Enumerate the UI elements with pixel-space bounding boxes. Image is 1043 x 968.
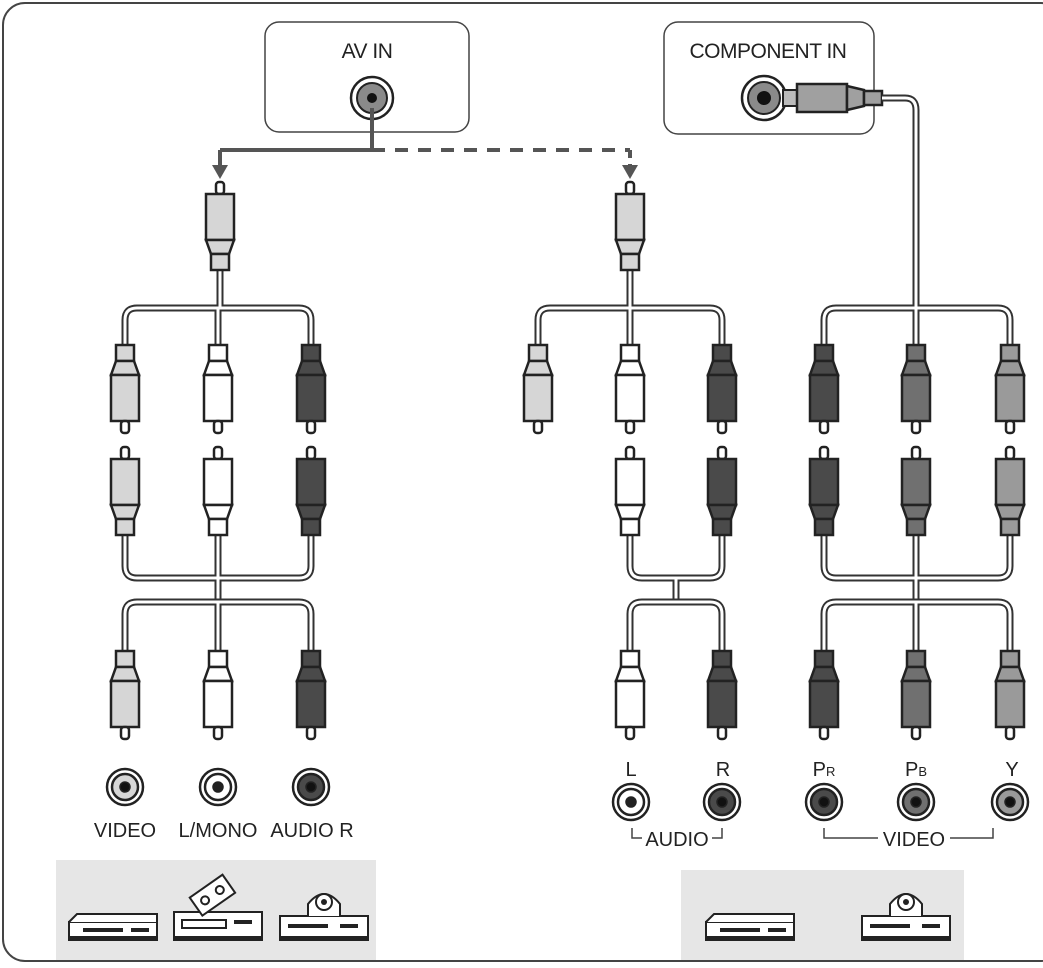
rca-plug-icon bbox=[706, 343, 738, 435]
rca-plug-icon bbox=[109, 649, 141, 741]
pb-label: PB bbox=[905, 759, 927, 781]
av-in-label: AV IN bbox=[342, 40, 393, 63]
component-in-jack-icon bbox=[740, 74, 788, 122]
audio-r-jack-label: R bbox=[716, 759, 730, 781]
audio-l-label: L bbox=[625, 759, 636, 781]
rca-plug-icon bbox=[614, 343, 646, 435]
component-in-panel: COMPONENT IN bbox=[663, 21, 884, 135]
rca-plug-icon bbox=[900, 649, 932, 741]
splitter-plug-icon bbox=[614, 180, 646, 272]
rca-plug-icon bbox=[522, 343, 554, 435]
audio-l-jack-icon bbox=[611, 782, 651, 822]
pr-label: PR bbox=[813, 759, 836, 781]
disc-player-icon bbox=[279, 893, 369, 941]
component-plug-icon bbox=[782, 82, 884, 114]
arrow-down-icon bbox=[212, 165, 228, 179]
dvd-player-icon bbox=[68, 913, 158, 941]
video-label: VIDEO bbox=[94, 820, 156, 842]
y-label: Y bbox=[1005, 759, 1018, 781]
l-mono-label: L/MONO bbox=[179, 820, 258, 842]
arrow-down-icon bbox=[622, 165, 638, 179]
audio-r-jack-icon bbox=[702, 782, 742, 822]
audio-group-label: AUDIO bbox=[645, 829, 708, 851]
l-mono-jack-icon bbox=[198, 767, 238, 807]
cable-wires bbox=[121, 270, 1014, 652]
rca-plug-icon bbox=[202, 649, 234, 741]
rca-plug-icon bbox=[706, 445, 738, 537]
audio-r-label: AUDIO R bbox=[270, 820, 353, 842]
av-in-cable bbox=[218, 108, 632, 165]
rca-plug-icon bbox=[295, 649, 327, 741]
rca-plug-icon bbox=[614, 445, 646, 537]
rca-plug-icon bbox=[808, 343, 840, 435]
component-in-label: COMPONENT IN bbox=[690, 40, 847, 63]
av-in-panel: AV IN bbox=[264, 21, 470, 133]
rca-plug-icon bbox=[808, 445, 840, 537]
video-group-label: VIDEO bbox=[883, 829, 945, 851]
rca-plug-icon bbox=[900, 343, 932, 435]
rca-plug-icon bbox=[900, 445, 932, 537]
audio-group-bracket bbox=[631, 828, 723, 839]
rca-plug-icon bbox=[109, 343, 141, 435]
pr-jack-icon bbox=[804, 782, 844, 822]
rca-plug-icon bbox=[994, 343, 1026, 435]
audio-r-jack-icon bbox=[291, 767, 331, 807]
rca-plug-icon bbox=[706, 649, 738, 741]
rca-plug-icon bbox=[295, 343, 327, 435]
connectors bbox=[105, 180, 1030, 822]
y-jack-icon bbox=[990, 782, 1030, 822]
rca-plug-icon bbox=[994, 445, 1026, 537]
video-group-bracket bbox=[823, 828, 994, 839]
av-in-jack-icon bbox=[349, 75, 395, 121]
splitter-plug-icon bbox=[204, 180, 236, 272]
rca-plug-icon bbox=[808, 649, 840, 741]
rca-plug-icon bbox=[202, 445, 234, 537]
disc-player-icon bbox=[861, 893, 951, 941]
rca-plug-icon bbox=[295, 445, 327, 537]
dvd-player-icon bbox=[705, 913, 795, 941]
rca-plug-icon bbox=[614, 649, 646, 741]
rca-plug-icon bbox=[202, 343, 234, 435]
rca-plug-icon bbox=[109, 445, 141, 537]
vcr-icon bbox=[173, 873, 263, 941]
pb-jack-icon bbox=[896, 782, 936, 822]
rca-plug-icon bbox=[994, 649, 1026, 741]
video-jack-icon bbox=[105, 767, 145, 807]
